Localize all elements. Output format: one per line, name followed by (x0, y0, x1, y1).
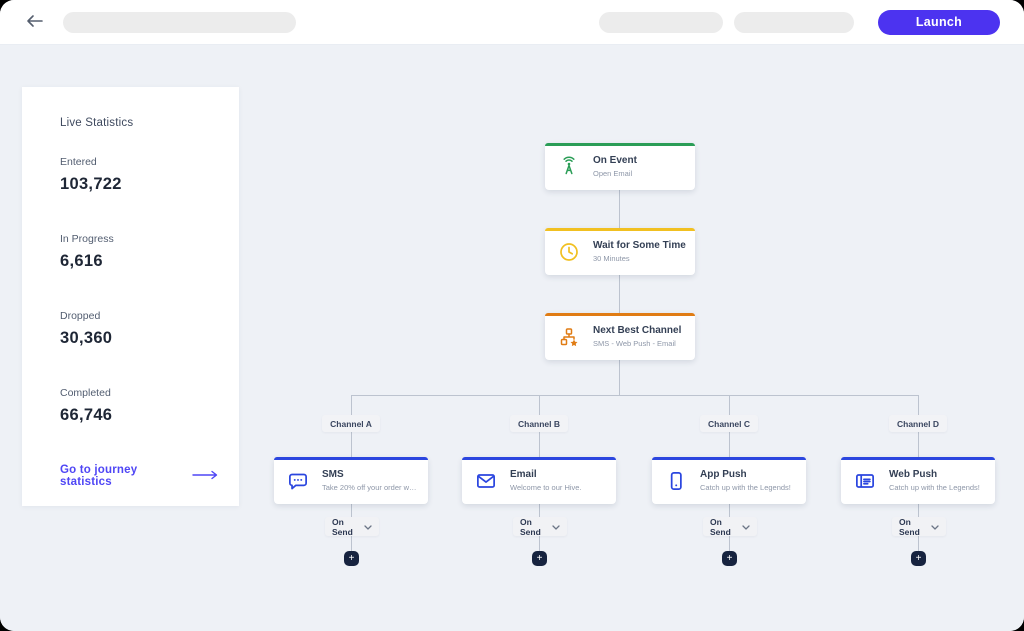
connector-line (619, 275, 620, 313)
stat-label: Completed (60, 387, 111, 399)
node-subtitle: SMS - Web Push - Email (593, 339, 676, 348)
back-button[interactable] (24, 11, 46, 33)
node-text: On Event Open Email (593, 155, 637, 178)
stat-completed: Completed 66,746 (60, 387, 219, 425)
node-subtitle: Take 20% off your order with code ... (322, 483, 417, 492)
toolbar-placeholder-1[interactable] (599, 11, 723, 33)
connector-line (619, 360, 620, 395)
web-push-icon (852, 468, 878, 494)
node-title: App Push (700, 469, 747, 480)
node-title: Wait for Some Time (593, 240, 686, 251)
stat-label: Dropped (60, 310, 101, 322)
email-icon (473, 468, 499, 494)
on-send-label: On Send (332, 516, 353, 537)
journey-statistics-link-label: Go to journey statistics (60, 464, 138, 488)
node-text: Email Welcome to our Hive. (510, 469, 582, 492)
topbar: Launch (0, 0, 1024, 45)
chevron-down-icon (364, 522, 372, 532)
node-subtitle: Welcome to our Hive. (510, 483, 582, 492)
sms-icon (285, 468, 311, 494)
live-statistics-panel: Live Statistics Entered 103,722 In Progr… (22, 87, 239, 506)
connector-line (619, 190, 620, 228)
stat-value: 103,722 (60, 175, 122, 193)
node-title: SMS (322, 469, 344, 480)
node-web-push[interactable]: Web Push Catch up with the Legends! (841, 457, 995, 504)
stat-value: 66,746 (60, 406, 113, 424)
node-text: SMS Take 20% off your order with code ..… (322, 469, 417, 492)
node-next-best-channel[interactable]: Next Best Channel SMS - Web Push - Email (545, 313, 695, 360)
add-step-button-a[interactable]: + (344, 551, 359, 566)
hierarchy-star-icon (556, 325, 582, 349)
stat-in-progress: In Progress 6,616 (60, 233, 219, 271)
on-send-dropdown-d[interactable]: On Send (892, 516, 946, 537)
channel-d-label: Channel D (889, 415, 947, 432)
channel-b-label: Channel B (510, 415, 568, 432)
channel-a-label: Channel A (322, 415, 380, 432)
add-step-button-c[interactable]: + (722, 551, 737, 566)
launch-button[interactable]: Launch (878, 9, 1000, 35)
on-send-dropdown-c[interactable]: On Send (703, 516, 757, 537)
connector-line (351, 395, 919, 396)
node-text: Web Push Catch up with the Legends! (889, 469, 980, 492)
node-title: On Event (593, 155, 637, 166)
journey-statistics-link[interactable]: Go to journey statistics (60, 464, 219, 488)
stats-title: Live Statistics (60, 117, 134, 129)
node-text: Next Best Channel SMS - Web Push - Email (593, 325, 681, 348)
node-wait[interactable]: Wait for Some Time 30 Minutes (545, 228, 695, 275)
on-send-label: On Send (710, 516, 731, 537)
arrow-right-icon (192, 470, 219, 483)
topbar-actions: Launch (599, 9, 1000, 35)
chevron-down-icon (552, 522, 560, 532)
clock-icon (556, 240, 582, 264)
node-email[interactable]: Email Welcome to our Hive. (462, 457, 616, 504)
add-step-button-d[interactable]: + (911, 551, 926, 566)
node-title: Next Best Channel (593, 325, 682, 336)
node-subtitle: 30 Minutes (593, 254, 630, 263)
node-app-push[interactable]: App Push Catch up with the Legends! (652, 457, 806, 504)
node-on-event[interactable]: On Event Open Email (545, 143, 695, 190)
node-subtitle: Open Email (593, 169, 633, 178)
journey-name-placeholder[interactable] (63, 11, 296, 33)
node-text: Wait for Some Time 30 Minutes (593, 240, 686, 263)
stat-value: 6,616 (60, 252, 103, 270)
stat-label: Entered (60, 156, 97, 168)
stat-dropped: Dropped 30,360 (60, 310, 219, 348)
node-subtitle: Catch up with the Legends! (889, 483, 980, 492)
node-subtitle: Catch up with the Legends! (700, 483, 791, 492)
journey-canvas: Live Statistics Entered 103,722 In Progr… (0, 45, 1024, 631)
on-send-label: On Send (520, 516, 541, 537)
add-step-button-b[interactable]: + (532, 551, 547, 566)
node-title: Email (510, 469, 537, 480)
node-text: App Push Catch up with the Legends! (700, 469, 791, 492)
node-sms[interactable]: SMS Take 20% off your order with code ..… (274, 457, 428, 504)
app-push-icon (663, 468, 689, 494)
arrow-left-icon (26, 14, 44, 31)
stat-label: In Progress (60, 233, 114, 245)
on-send-dropdown-a[interactable]: On Send (325, 516, 379, 537)
stat-value: 30,360 (60, 329, 113, 347)
channel-c-label: Channel C (700, 415, 758, 432)
node-title: Web Push (889, 469, 938, 480)
on-send-dropdown-b[interactable]: On Send (513, 516, 567, 537)
stat-entered: Entered 103,722 (60, 156, 219, 194)
on-send-label: On Send (899, 516, 920, 537)
chevron-down-icon (931, 522, 939, 532)
toolbar-placeholder-2[interactable] (734, 11, 854, 33)
chevron-down-icon (742, 522, 750, 532)
broadcast-icon (556, 155, 582, 179)
